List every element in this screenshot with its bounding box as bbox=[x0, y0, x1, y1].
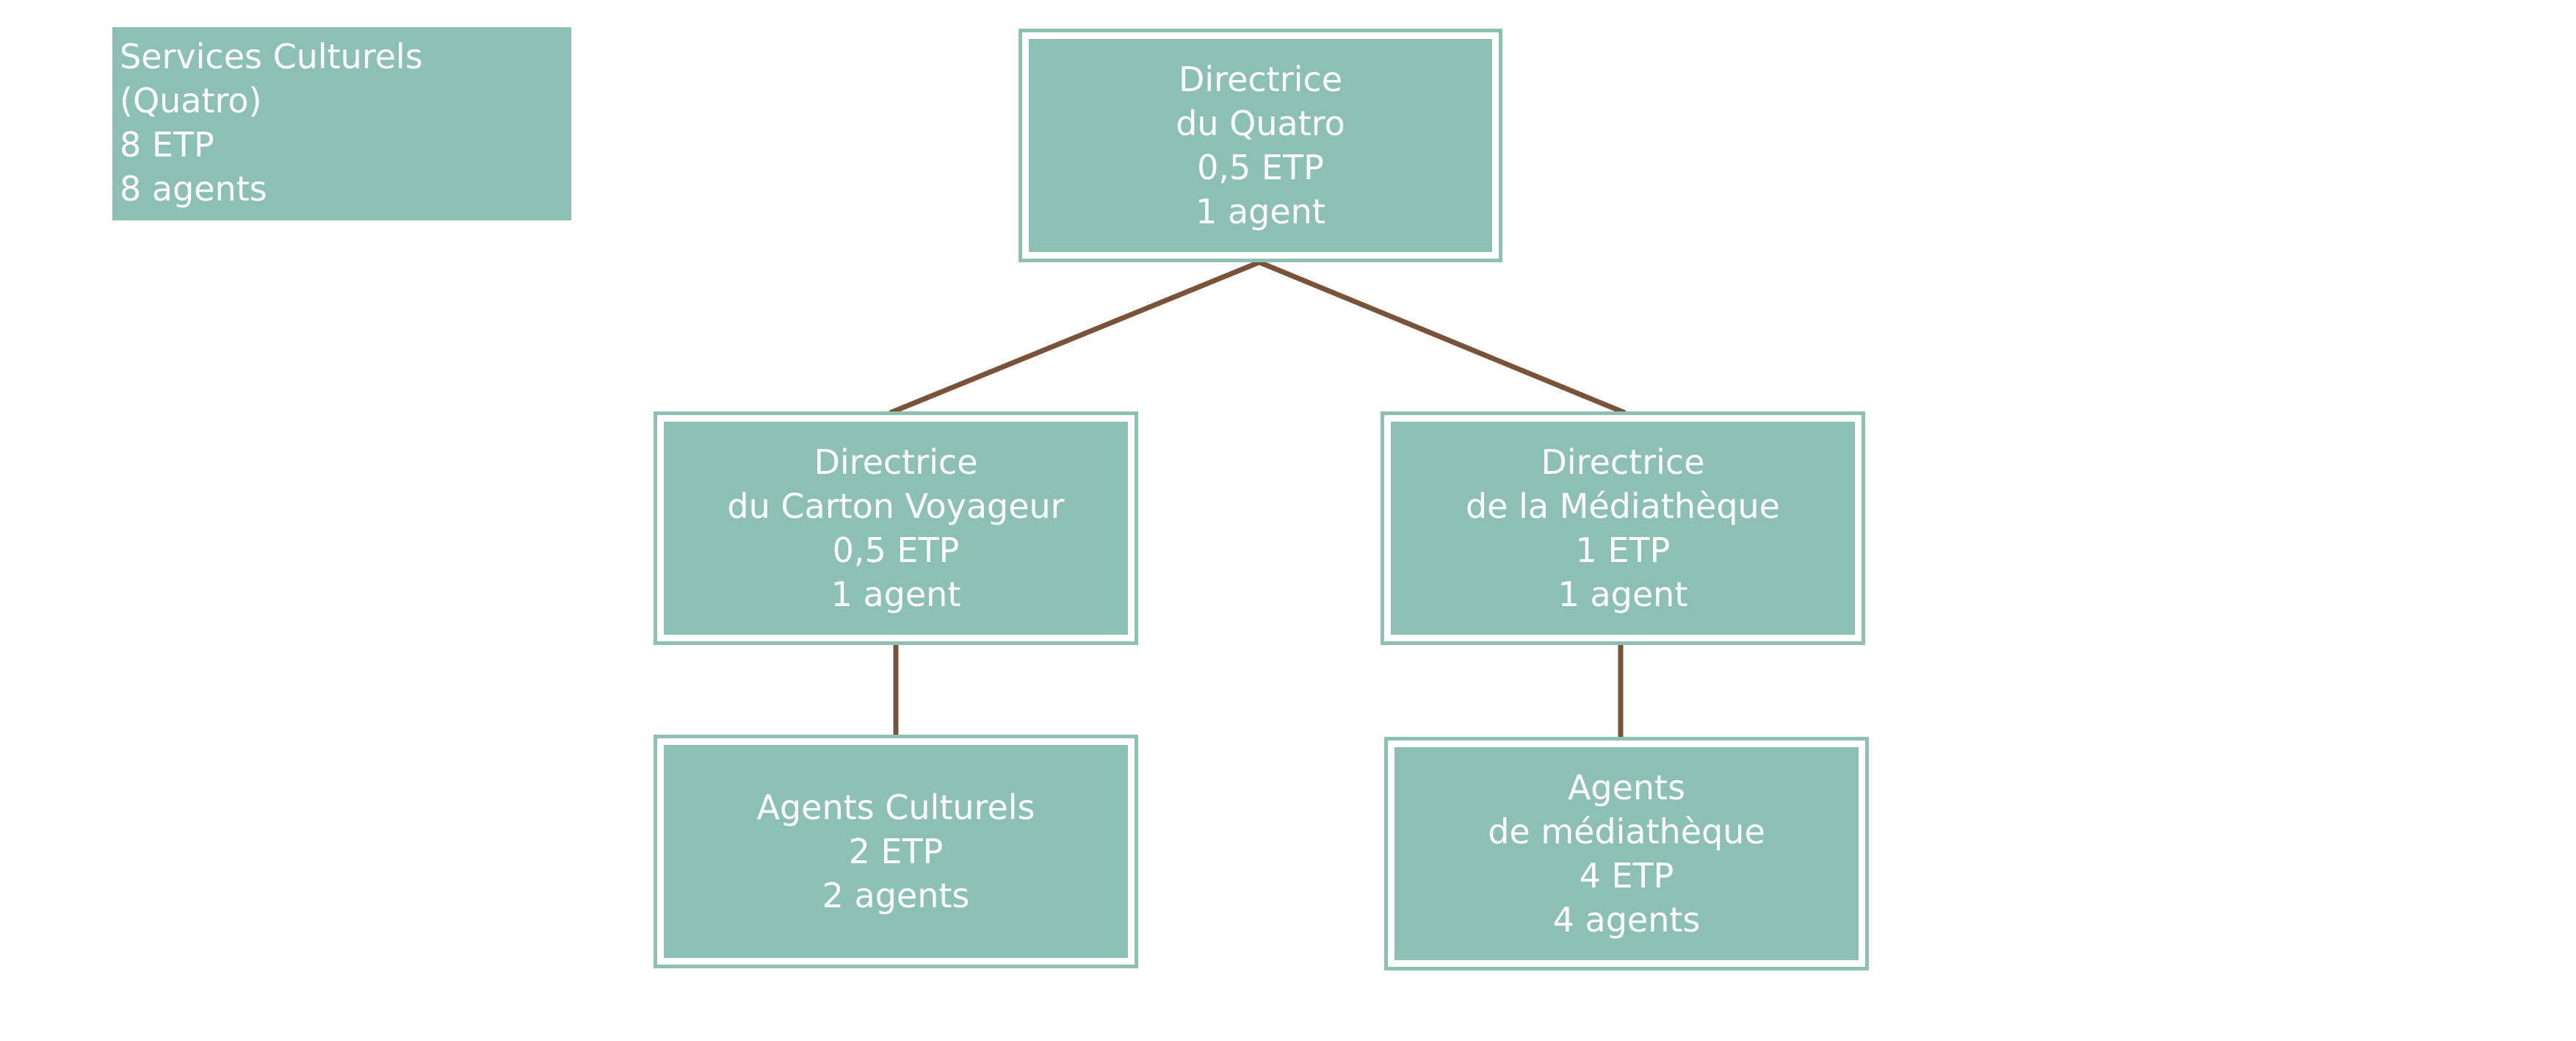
node-etp: 0,5 ETP bbox=[832, 530, 960, 570]
node-directrice-quatro: Directrice du Quatro 0,5 ETP 1 agent bbox=[1019, 29, 1502, 262]
service-etp: 8 ETP bbox=[120, 125, 214, 165]
node-agents: 2 agents bbox=[822, 876, 970, 915]
node-agents: 1 agent bbox=[831, 574, 961, 614]
node-title: Agents bbox=[1567, 768, 1686, 807]
node-directrice-carton-body: Directrice du Carton Voyageur 0,5 ETP 1 … bbox=[664, 422, 1128, 635]
node-subtitle: de la Médiathèque bbox=[1465, 486, 1780, 526]
node-agents-mediatheque-body: Agents de médiathèque 4 ETP 4 agents bbox=[1394, 747, 1859, 960]
node-directrice-mediatheque: Directrice de la Médiathèque 1 ETP 1 age… bbox=[1381, 411, 1865, 645]
node-agents-culturels: Agents Culturels 2 ETP 2 agents bbox=[654, 735, 1138, 968]
node-etp: 1 ETP bbox=[1575, 530, 1671, 570]
connector-quatro-carton bbox=[889, 259, 1261, 416]
node-directrice-mediatheque-body: Directrice de la Médiathèque 1 ETP 1 age… bbox=[1391, 422, 1855, 635]
service-summary-box: Services Culturels (Quatro) 8 ETP 8 agen… bbox=[112, 27, 571, 220]
node-subtitle: de médiathèque bbox=[1488, 812, 1765, 851]
node-directrice-quatro-body: Directrice du Quatro 0,5 ETP 1 agent bbox=[1029, 39, 1492, 252]
node-directrice-carton-voyageur: Directrice du Carton Voyageur 0,5 ETP 1 … bbox=[654, 411, 1138, 645]
node-agents: 4 agents bbox=[1552, 900, 1701, 940]
connector-quatro-mediatheque bbox=[1258, 259, 1627, 416]
node-agents: 1 agent bbox=[1557, 574, 1688, 614]
node-agents: 1 agent bbox=[1195, 192, 1325, 231]
node-subtitle: du Carton Voyageur bbox=[727, 486, 1065, 526]
node-agents-mediatheque: Agents de médiathèque 4 ETP 4 agents bbox=[1384, 737, 1869, 970]
node-agents-culturels-body: Agents Culturels 2 ETP 2 agents bbox=[664, 745, 1128, 958]
node-title: Agents Culturels bbox=[756, 788, 1035, 827]
service-name: Services Culturels bbox=[120, 37, 423, 76]
node-title: Directrice bbox=[1178, 60, 1342, 99]
node-etp: 4 ETP bbox=[1579, 856, 1674, 896]
node-etp: 0,5 ETP bbox=[1197, 148, 1324, 187]
node-title: Directrice bbox=[814, 442, 978, 482]
node-subtitle: du Quatro bbox=[1176, 104, 1345, 143]
node-etp: 2 ETP bbox=[848, 832, 944, 871]
node-title: Directrice bbox=[1541, 442, 1705, 482]
service-location: (Quatro) bbox=[120, 81, 262, 120]
service-agents: 8 agents bbox=[120, 169, 267, 209]
